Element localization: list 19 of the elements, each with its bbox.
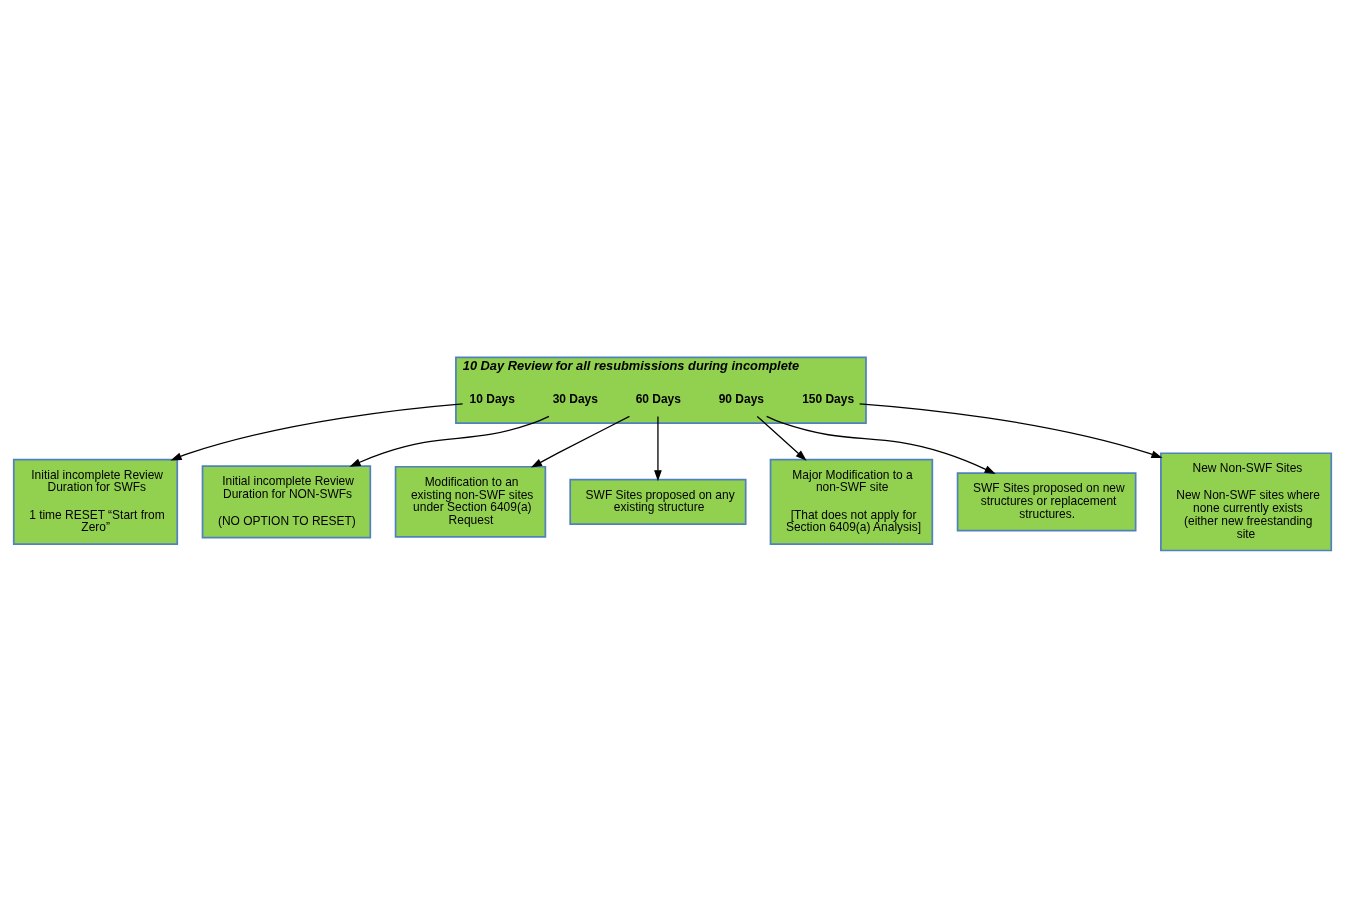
node-box: Initial incomplete Review Duration for SWFs 1 time RESET “Start from Zero” bbox=[12, 458, 179, 545]
node-box: New Non-SWF Sites New Non-SWF sites where none currently exists (either new freestanding site bbox=[1160, 452, 1333, 552]
node-box: Initial incomplete Review Duration for NON-SWFs (NO OPTION TO RESET) bbox=[201, 465, 372, 539]
node-text: 30 Days bbox=[552, 392, 598, 407]
arrow bbox=[530, 415, 631, 468]
arrow bbox=[756, 415, 807, 461]
arrow bbox=[349, 415, 550, 467]
arrow bbox=[858, 403, 1163, 459]
node-text: 10 Days bbox=[469, 392, 515, 407]
node-box: Modification to an existing non-SWF sites under Section 6409(a) Request bbox=[394, 465, 547, 538]
arrow bbox=[170, 403, 464, 461]
node-text: 60 Days bbox=[635, 392, 681, 407]
arrow bbox=[766, 415, 996, 474]
arrow bbox=[654, 415, 662, 482]
node-box: SWF Sites proposed on new structures or replacement structures. bbox=[956, 472, 1137, 532]
node-text: 90 Days bbox=[718, 392, 764, 407]
node-text: 150 Days bbox=[802, 392, 855, 407]
node-box: SWF Sites proposed on any existing structure bbox=[569, 478, 747, 525]
node-box: Major Modification to a non-SWF site [That does not apply for Section 6409(a) Analysis] bbox=[769, 458, 934, 545]
